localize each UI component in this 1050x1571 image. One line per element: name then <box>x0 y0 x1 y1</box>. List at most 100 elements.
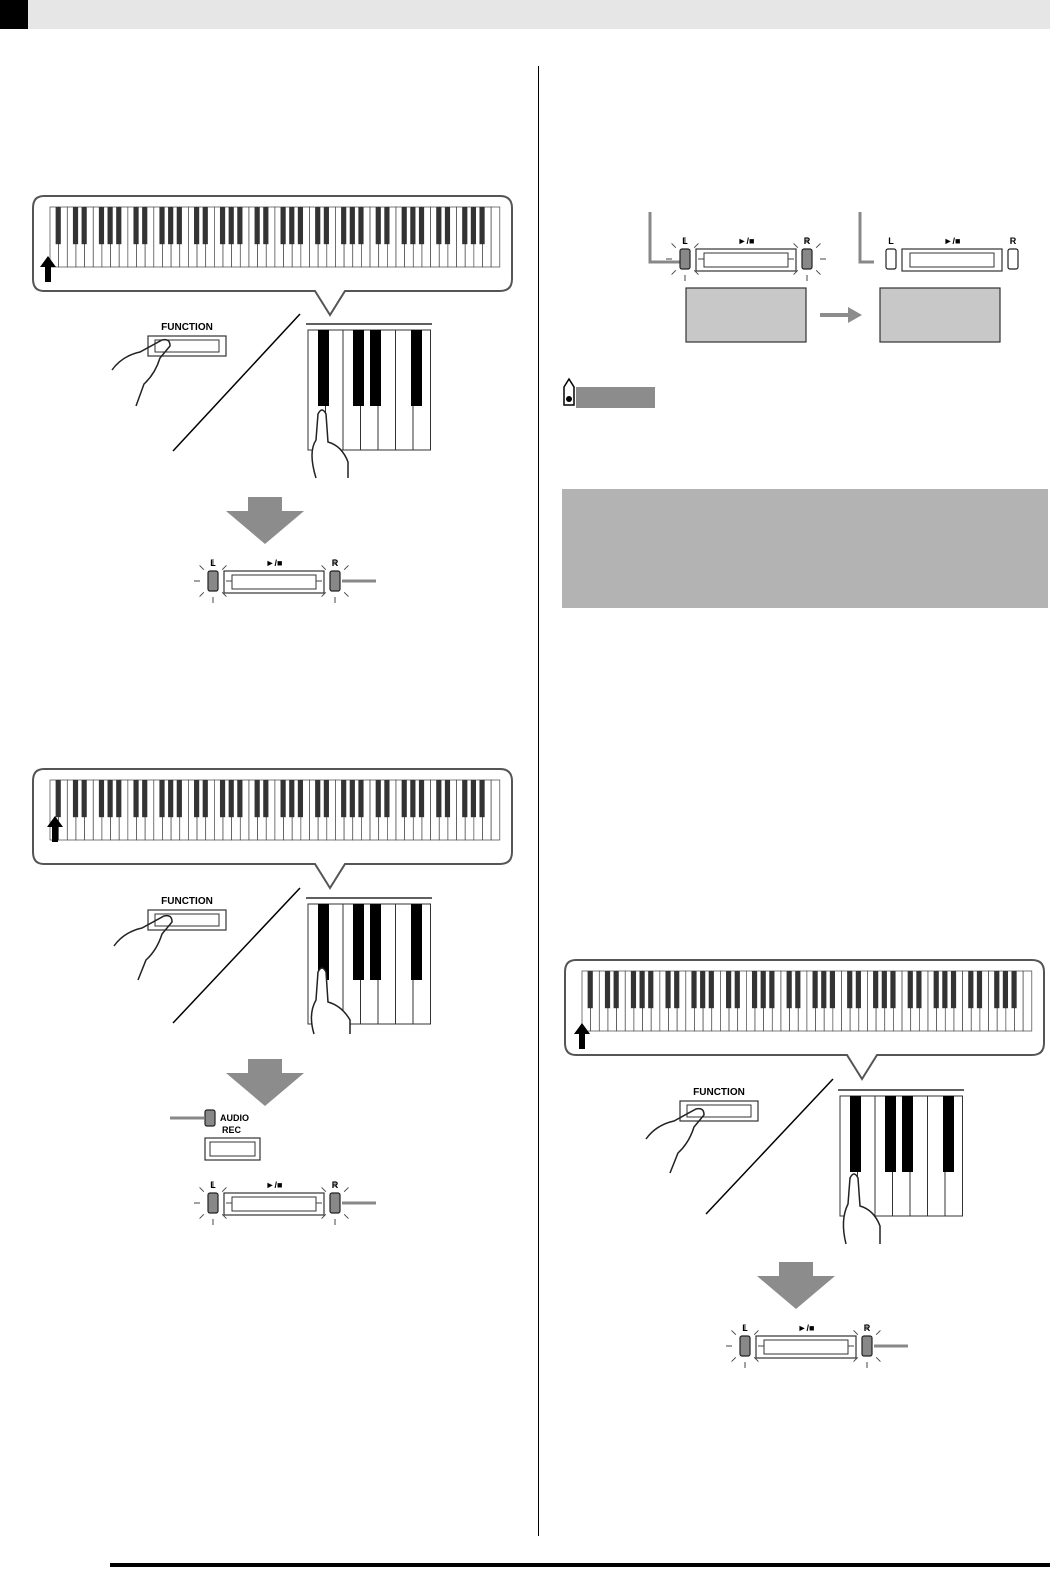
diagonal-line <box>705 1078 834 1215</box>
mini-keyboard <box>49 206 501 268</box>
black-key <box>202 207 208 245</box>
black-key <box>479 780 485 818</box>
black-key <box>237 207 243 245</box>
black-key <box>318 330 329 406</box>
black-key <box>444 780 451 818</box>
blink-rays-icon <box>666 237 704 281</box>
black-key <box>315 780 321 818</box>
black-key <box>349 207 355 245</box>
note-badge <box>563 377 655 408</box>
black-key <box>855 971 861 1009</box>
black-key <box>353 330 364 406</box>
black-key <box>297 780 304 818</box>
black-key <box>159 207 165 245</box>
black-key <box>812 971 818 1009</box>
black-key <box>850 1096 861 1172</box>
black-key <box>254 207 260 245</box>
black-key <box>907 971 913 1009</box>
black-key <box>349 780 355 818</box>
black-key <box>375 207 381 245</box>
white-key <box>395 903 414 1025</box>
pointing-hand-icon <box>113 914 173 981</box>
play-stop-label: ►/■ <box>944 236 961 246</box>
black-key <box>630 971 637 1009</box>
black-key <box>107 207 113 245</box>
black-key <box>280 780 286 818</box>
diagonal-line <box>172 313 301 452</box>
black-key <box>228 207 234 245</box>
black-key <box>462 780 468 818</box>
black-key <box>297 207 304 245</box>
lcd-display <box>685 287 807 343</box>
black-key <box>1002 971 1009 1009</box>
pointing-hand-icon <box>310 967 351 1035</box>
black-key <box>384 207 390 245</box>
black-key <box>943 1096 954 1172</box>
black-key <box>436 207 442 245</box>
header-bar <box>0 0 1050 29</box>
function-button-figure-2: FUNCTION <box>113 896 227 981</box>
black-key <box>55 780 61 818</box>
mini-keyboard <box>49 779 501 841</box>
black-key <box>411 330 422 406</box>
led-state-before: ►/■LR <box>648 212 826 343</box>
left-led <box>885 248 897 270</box>
lcd-display <box>879 287 1001 343</box>
function-button-figure-3: FUNCTION <box>645 1087 759 1174</box>
down-arrow-icon <box>226 497 304 544</box>
black-key <box>604 971 611 1009</box>
black-key <box>116 780 122 818</box>
black-key <box>648 971 654 1009</box>
left-led <box>739 1335 751 1357</box>
black-key <box>674 971 680 1009</box>
black-key <box>950 971 957 1009</box>
black-key <box>418 207 425 245</box>
black-key <box>142 207 148 245</box>
black-key <box>142 780 148 818</box>
audio-label: AUDIO <box>220 1113 249 1123</box>
black-key <box>968 971 974 1009</box>
black-key <box>116 207 122 245</box>
black-key <box>98 780 105 818</box>
black-key <box>436 780 442 818</box>
black-key <box>81 207 87 245</box>
pointing-hand-icon <box>311 409 349 479</box>
black-key <box>639 971 645 1009</box>
black-key <box>370 904 381 980</box>
black-key <box>219 780 226 818</box>
black-key <box>994 971 1000 1009</box>
function-label: FUNCTION <box>693 1087 745 1098</box>
black-key <box>795 971 801 1009</box>
black-key <box>786 971 792 1009</box>
right-led <box>329 1192 341 1214</box>
down-arrow-icon <box>757 1262 835 1309</box>
black-key <box>323 207 329 245</box>
black-key <box>384 780 390 818</box>
up-arrow-icon <box>574 1023 590 1049</box>
right-arrow-icon <box>820 307 862 323</box>
led-play-panel-3: ►/■LR <box>726 1323 908 1368</box>
pencil-note-icon <box>563 377 575 406</box>
right-led <box>861 1335 873 1357</box>
black-key <box>194 207 200 245</box>
black-key <box>401 780 407 818</box>
black-key <box>375 780 381 818</box>
black-key <box>176 780 182 818</box>
left-led-label: L <box>888 236 894 246</box>
black-key <box>353 904 364 980</box>
section-heading-panel <box>562 489 1048 608</box>
black-key <box>72 207 79 245</box>
function-label: FUNCTION <box>161 896 213 907</box>
right-led <box>1007 248 1019 270</box>
black-key <box>202 780 208 818</box>
black-key <box>881 971 887 1009</box>
right-led <box>329 570 341 592</box>
black-key <box>219 207 226 245</box>
led-play-panel-1: ►/■LR <box>194 558 376 603</box>
black-key <box>726 971 732 1009</box>
up-arrow-icon <box>40 256 56 282</box>
black-key <box>829 971 836 1009</box>
white-key <box>927 1095 946 1217</box>
black-key <box>194 780 200 818</box>
black-key <box>263 207 269 245</box>
